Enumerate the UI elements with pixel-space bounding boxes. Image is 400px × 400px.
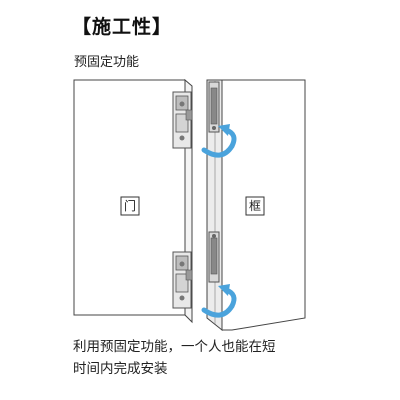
frame-label: 框 [249, 199, 261, 213]
section-heading: 【施工性】 [72, 16, 173, 38]
lower-rotation-arrow-icon [201, 284, 237, 318]
section-subheading: 预固定功能 [74, 55, 140, 70]
upper-door-hinge [172, 91, 193, 149]
caption: 利用预固定功能，一个人也能在短 时间内完成安装 [73, 336, 373, 380]
door-label-box [120, 196, 140, 216]
door-label: 门 [124, 198, 136, 213]
upper-rotation-arrow-icon [201, 124, 237, 158]
frame-label-box [245, 196, 265, 216]
caption-line-2: 时间内完成安装 [73, 361, 168, 377]
upper-frame-receiver [208, 81, 220, 133]
caption-line-1: 利用预固定功能，一个人也能在短 [73, 339, 276, 355]
lower-door-hinge [172, 251, 193, 309]
lower-frame-receiver [208, 231, 220, 283]
